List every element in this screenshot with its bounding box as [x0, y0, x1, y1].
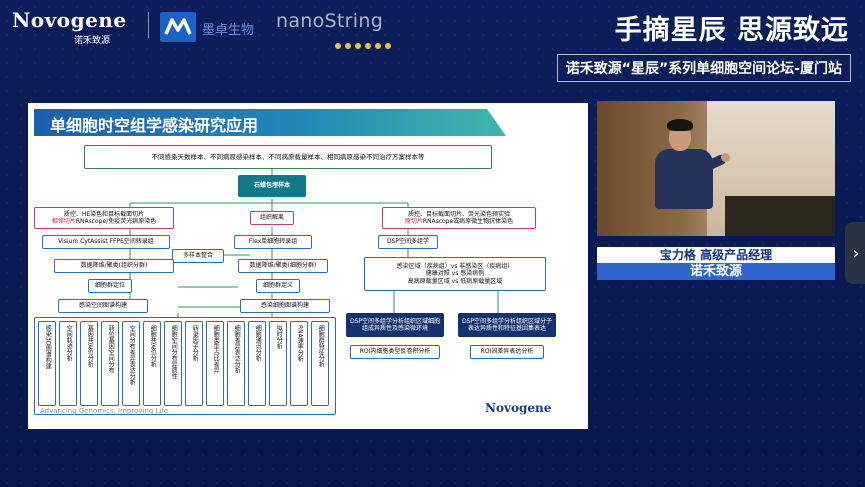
region-line1: 感染区域（疾病组）vs 非感染区（疾病组）	[396, 262, 514, 270]
right-qc-line1: 质控、目标截面切片、荧光染色预实验	[407, 210, 510, 218]
mozhuo-logo-text: 墨卓生物	[202, 23, 255, 38]
next-arrow-icon[interactable]: ›	[845, 222, 865, 284]
slide-title: 单细胞时空组学感染研究应用	[50, 116, 259, 135]
speaker-title: 宝力格 高级产品经理	[597, 247, 835, 263]
novogene-logo: Novogene 诺禾致源	[12, 8, 142, 46]
right-qc-rest: RNAscope或病原微生物抗体染色	[422, 218, 514, 225]
left-qc-line1: 质控、HE染色和目标截面切片	[63, 210, 145, 218]
event-subtitle: 诺禾致源“星辰”系列单细胞空间论坛-厦门站	[556, 54, 851, 82]
logo-sub-text: 诺禾致源	[74, 36, 111, 46]
video-podium	[725, 196, 835, 236]
left-dimred-box: 数据降维/聚类(组织分群)	[54, 259, 174, 273]
logo-divider	[148, 12, 149, 38]
logo-main-text: Novogene	[12, 8, 127, 32]
analysis-item: 转位基因空间分布	[101, 321, 119, 406]
speaker-body	[655, 149, 713, 209]
slide-banner: 单细胞时空组学感染研究应用	[34, 109, 506, 136]
analysis-item: 感染3D图谱构建	[38, 321, 56, 406]
mid-celltype-box: 细胞群定义	[256, 279, 300, 293]
speaker-video	[597, 101, 835, 236]
presentation-slide: 单细胞时空组学感染研究应用 不同感染天数样本、	[28, 103, 588, 429]
analysis-item: 拟时分析	[269, 321, 287, 406]
nanostring-dots-icon	[335, 34, 395, 53]
slide-footer-tagline: Advancing Genomics, Improving Life	[40, 407, 169, 415]
analysis-item: 基因共定位分析	[80, 321, 98, 406]
region-compare-box: 感染区域（疾病组）vs 非感染区（疾病组） 健康对照 vs 感染病例 高病原载量…	[364, 257, 546, 291]
nanostring-logo-text: nanoString	[276, 10, 384, 32]
analysis-item: 细胞类型占比差异	[206, 321, 224, 406]
flex-box: Flex单细胞转录组	[234, 235, 312, 249]
event-title: 手摘星辰 思源致远	[614, 15, 849, 46]
mozhuo-logo-icon	[160, 12, 196, 42]
multi-sample-integration-box: 多样本整合	[172, 249, 224, 263]
right-qc-box: 质控、目标截面切片、荧光染色预实验 原切片RNAscope或病原微生物抗体染色	[382, 207, 536, 229]
right-qc-red: 原切片	[404, 218, 423, 225]
analysis-item: 细胞群特征分析	[311, 321, 329, 406]
right-qc-line2: 原切片RNAscope或病原微生物抗体染色	[405, 218, 513, 226]
analysis-item: RNA速率分析	[290, 321, 308, 406]
slide-novogene-logo: Novogene	[485, 401, 552, 415]
sample-types-box: 不同感染天数样本、不同病原感染样本、不同病原载量样本、相同病原感染不同治疗方案样…	[84, 145, 492, 169]
analysis-item: 细胞差异表达分析	[227, 321, 245, 406]
region-line3: 高病原载量区域 vs 低病原载量区域	[407, 277, 503, 285]
dsp-molecular-expression-box: DSP空间多组学分析组织区域分子表达异质性和特征基因集表达	[458, 313, 556, 337]
left-qc-rest: RNAscope/免疫荧光病原染色	[75, 218, 157, 225]
left-qc-box: 质控、HE染色和目标截面切片 相邻切片RNAscope/免疫荧光病原染色	[34, 207, 174, 229]
mid-dimred-box: 数据降维/聚类(细胞分群)	[238, 259, 328, 273]
analysis-item: 空间分布差异表达分析	[122, 321, 140, 406]
mid-atlas-box: 感染细胞图谱构建	[240, 299, 330, 313]
visium-box: Visium CytAssist FFPE空间转录组	[42, 235, 170, 249]
ffpe-sample-box: 石蜡包埋样本	[238, 175, 306, 197]
analysis-item: 转录因子分析	[185, 321, 203, 406]
analysis-item: 细胞共定位分析	[143, 321, 161, 406]
roi-diff-expression-box: ROI间差异表达分析	[470, 345, 544, 359]
speaker-hand	[721, 153, 730, 162]
region-line2: 健康对照 vs 感染病例	[425, 270, 485, 278]
dsp-box: DSP空间多组学	[378, 235, 438, 249]
left-qc-line2: 相邻切片RNAscope/免疫荧光病原染色	[52, 218, 156, 226]
analysis-items-group	[34, 317, 336, 415]
analysis-item: 细胞空间分布异质性	[164, 321, 182, 406]
left-celltype-box: 细胞群定位	[88, 279, 132, 293]
analysis-item: 细胞通讯分析	[248, 321, 266, 406]
speaker-hair	[667, 119, 693, 131]
dsp-cell-composition-box: DSP空间多组学分析组织区域细胞组成异质性及感染微环境	[346, 313, 444, 337]
roi-deconvolution-box: ROI内细胞类型反卷积分析	[350, 345, 440, 359]
dissociation-box: 组织解离	[250, 211, 294, 225]
speaker-company: 诺禾致源	[597, 263, 835, 280]
analysis-item: 空间轨迹分析	[59, 321, 77, 406]
left-qc-red: 相邻切片	[51, 218, 76, 225]
left-atlas-box: 感染空间图谱构建	[58, 299, 148, 313]
